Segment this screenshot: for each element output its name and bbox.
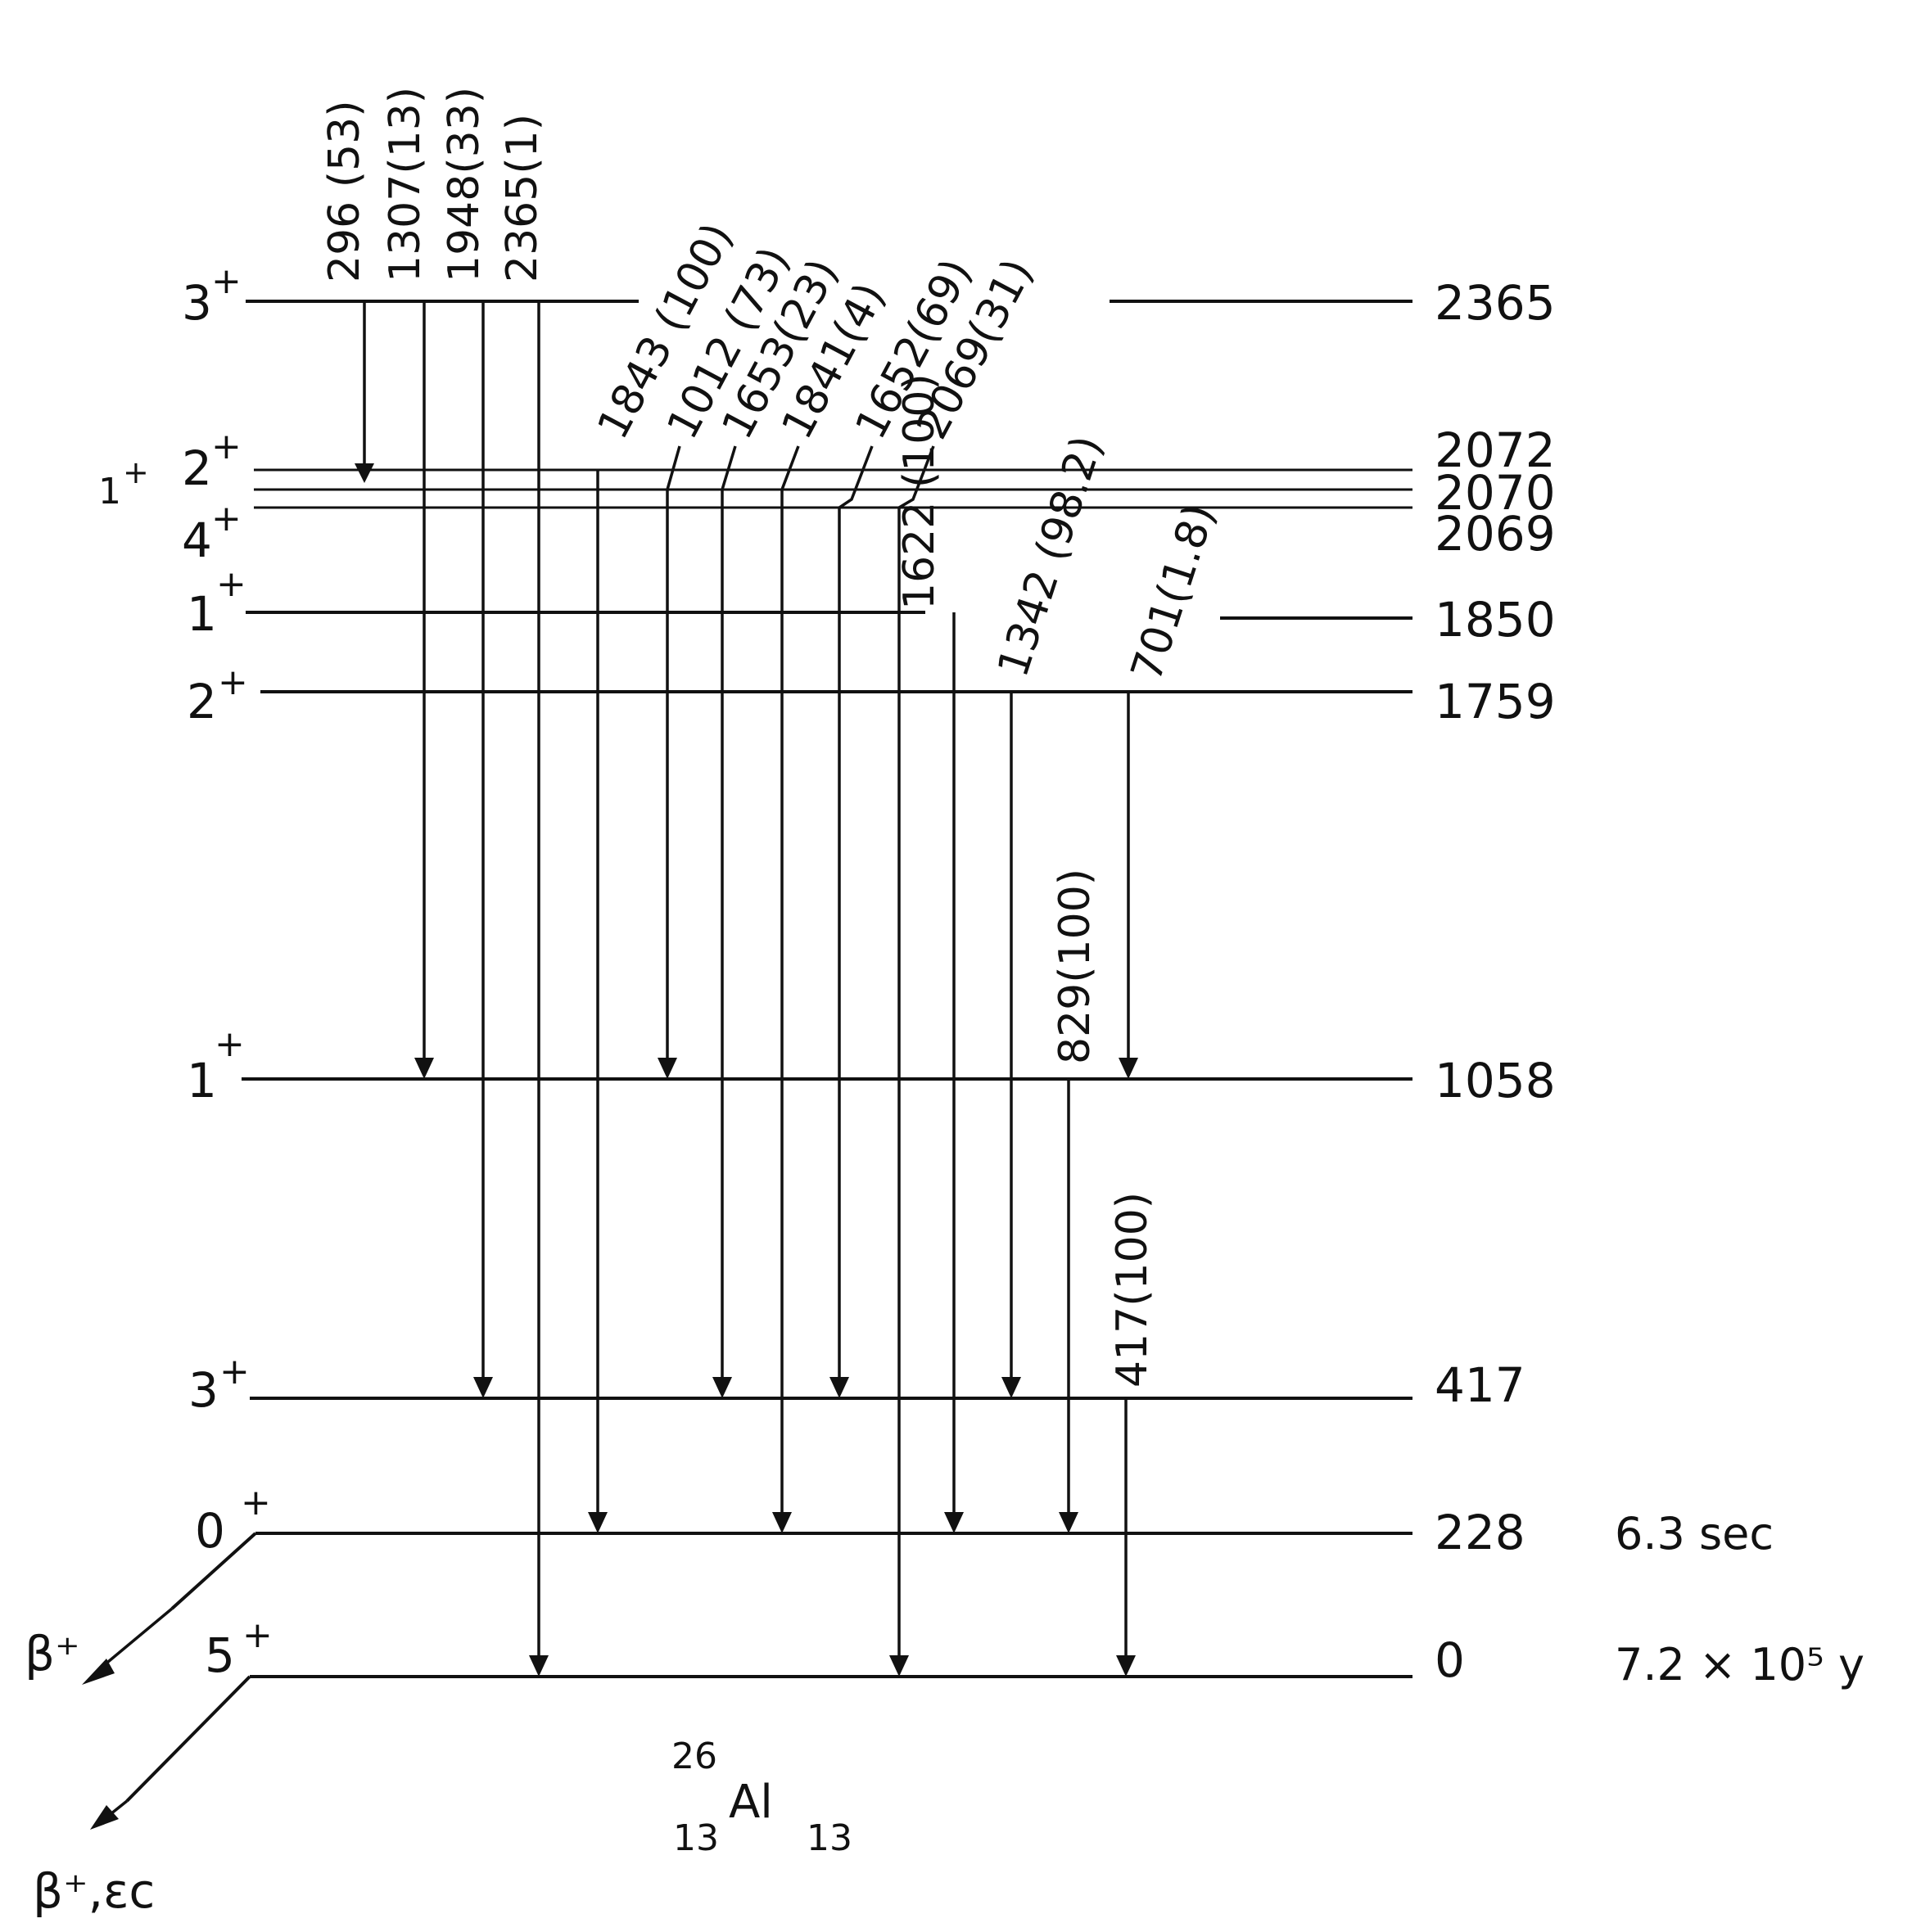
level-energy-2365: 2365 [1435,275,1556,331]
level-energy-0: 0 [1435,1632,1465,1688]
nucleus-label: 26 13 Al 13 [671,1736,852,1859]
transition-label-701: 701(1.8) [1122,499,1225,687]
level-2365: 2365 3 + [182,260,1556,331]
transition-1307: 1307(13) [381,87,434,1079]
transition-label-417: 417(100) [1108,1192,1157,1388]
nucleus-symbol: Al [729,1776,773,1829]
level-parity-2069: + [211,498,242,539]
level-parity-0: + [242,1614,273,1656]
level-228: 228 0 + [170,1482,1525,1610]
transition-label-1307: 1307(13) [381,87,430,282]
level-1058: 1058 1 + [187,1023,1556,1108]
level-2070: 2070 1 + [98,454,1556,521]
transition-label-829: 829(100) [1051,869,1100,1064]
half-lives: 6.3 sec 7.2 × 10⁵ y [1615,1508,1864,1690]
level-energy-1058: 1058 [1435,1053,1556,1108]
level-spin-228: 0 [195,1503,225,1559]
nucleus-neutron-number: 13 [807,1817,852,1859]
level-1850: 1850 1 + [187,563,1556,648]
level-energy-1850: 1850 [1435,592,1556,648]
level-parity-228: + [241,1482,271,1523]
decay-mode-beta-plus: β⁺ [25,1607,174,1685]
level-spin-1759: 2 [187,674,217,729]
level-energy-2070: 2070 [1435,465,1556,521]
level-spin-2070: 1 [98,471,121,512]
level-spin-1058: 1 [187,1053,217,1108]
level-parity-2365: + [211,260,242,302]
decay-mode-beta-plus-ec: β⁺,εc [33,1799,155,1919]
level-2072: 2072 2 + [182,422,1556,496]
level-parity-417: + [219,1351,250,1393]
nucleus-atomic-number: 13 [673,1817,719,1859]
level-spin-2069: 4 [182,512,212,568]
level-417: 417 3 + [188,1351,1525,1418]
gamma-transitions: 296 (53) 1307(13) 1948(33) 2365(1) 1843 … [320,87,1225,1677]
energy-levels: 2365 3 + 2072 2 + 2070 1 + 2069 4 + 1850… [98,260,1556,1803]
level-parity-1759: + [218,661,248,703]
level-energy-1759: 1759 [1435,674,1556,729]
transition-829: 829(100) [1051,869,1100,1533]
transition-1948: 1948(33) [440,87,493,1398]
level-spin-2072: 2 [182,440,212,496]
transition-label-1948: 1948(33) [440,87,489,282]
level-spin-2365: 3 [182,275,212,331]
transition-417: 417(100) [1108,1192,1157,1677]
transition-label-2365: 2365(1) [498,114,547,282]
level-energy-2069: 2069 [1435,506,1556,562]
transition-296: 296 (53) [320,100,374,483]
level-1759: 1759 2 + [187,661,1556,729]
transition-label-1622: 1622 (100) [895,373,944,610]
level-2069: 2069 4 + [182,498,1556,568]
level-parity-1850: + [216,563,246,605]
transition-701: 701(1.8) [1119,499,1225,1079]
decay-modes: β⁺ β⁺,εc [25,1607,174,1919]
level-parity-2072: + [211,426,242,467]
level-spin-417: 3 [188,1362,219,1418]
half-life-228: 6.3 sec [1615,1508,1774,1560]
level-energy-228: 228 [1435,1505,1525,1560]
transition-label-296: 296 (53) [320,100,369,282]
level-parity-1058: + [215,1023,245,1065]
level-spin-0: 5 [205,1627,235,1683]
transition-label-1342: 1342 (98.2) [988,430,1112,683]
level-spin-1850: 1 [187,586,217,642]
transition-1622: 1622 (100) [895,373,964,1533]
level-energy-2072: 2072 [1435,422,1556,478]
level-parity-2070: + [123,454,149,490]
nucleus-mass-number: 26 [671,1736,717,1777]
transition-2365: 2365(1) [498,114,549,1677]
level-0: 0 5 + [125,1614,1465,1803]
decay-mode-label-228: β⁺ [25,1626,80,1681]
level-energy-417: 417 [1435,1357,1525,1413]
transition-1841: 1841(4) [772,275,895,1533]
half-life-0: 7.2 × 10⁵ y [1615,1639,1864,1690]
decay-mode-label-0: β⁺,εc [33,1863,155,1919]
